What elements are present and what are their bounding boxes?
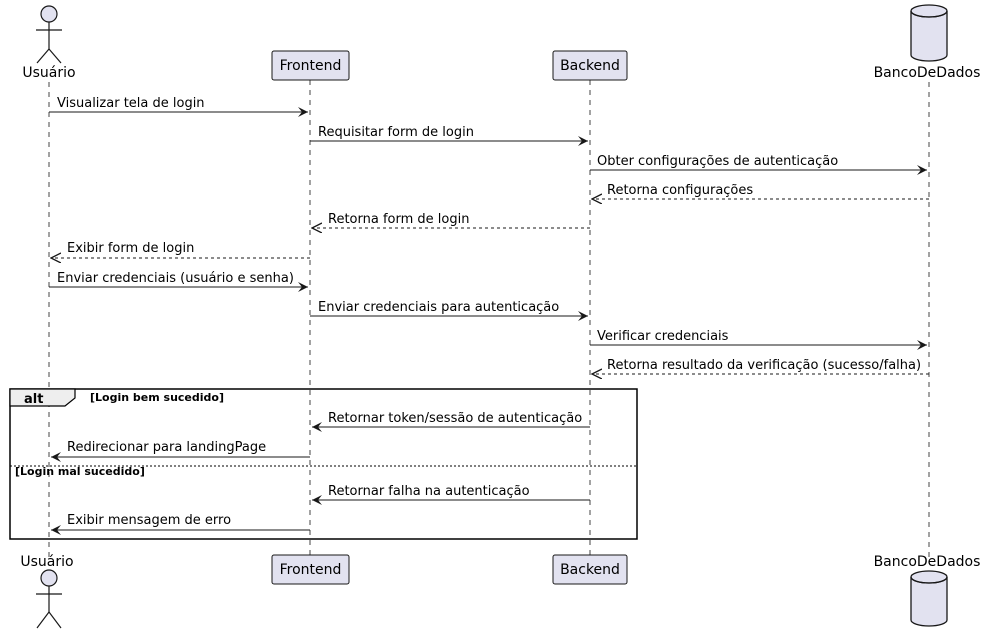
message-label: Retornar falha na autenticação (328, 484, 530, 499)
message-label: Retorna form de login (328, 212, 469, 227)
message-label: Exibir form de login (67, 241, 194, 256)
message-label: Retorna configurações (607, 183, 753, 198)
participant-label-backend: Backend (560, 562, 620, 578)
participants-bottom: Usuário Frontend Backend BancoDeDados (20, 554, 981, 629)
message-label: Obter configurações de autenticação (597, 154, 838, 169)
participant-label-usuario: Usuário (22, 65, 75, 81)
message-label: Visualizar tela de login (57, 96, 205, 111)
participant-label-usuario: Usuário (20, 554, 73, 570)
database-icon (910, 570, 948, 627)
message-label: Enviar credenciais (usuário e senha) (57, 271, 294, 286)
alt-frame (9, 388, 638, 540)
alt-condition-1: [Login bem sucedido] (90, 391, 224, 404)
participant-box-frontend (271, 554, 350, 585)
participant-box-backend (552, 50, 628, 81)
alt-fragment: alt [Login bem sucedido] [Login mal suce… (9, 388, 638, 540)
participant-box-frontend (271, 50, 350, 81)
database-icon (910, 4, 948, 62)
participant-label-frontend: Frontend (280, 562, 342, 578)
participant-label-banco: BancoDeDados (874, 554, 981, 570)
participant-label-frontend: Frontend (280, 58, 342, 74)
message-label: Redirecionar para landingPage (67, 440, 266, 455)
alt-keyword: alt (24, 392, 43, 407)
alt-condition-2: [Login mal sucedido] (15, 465, 145, 478)
actor-icon (36, 569, 62, 629)
participants-top: Usuário Frontend Backend BancoDeDados (22, 4, 981, 81)
participant-label-backend: Backend (560, 58, 620, 74)
message-label: Requisitar form de login (318, 125, 474, 140)
actor-icon (36, 5, 62, 64)
message-label: Enviar credenciais para autenticação (318, 300, 559, 315)
message-label: Verificar credenciais (597, 329, 729, 344)
participant-label-banco: BancoDeDados (874, 65, 981, 81)
message-label: Exibir mensagem de erro (67, 513, 231, 528)
message-label: Retornar token/sessão de autenticação (328, 411, 582, 426)
alt-tab (9, 388, 76, 407)
messages: Visualizar tela de login Requisitar form… (49, 96, 929, 535)
participant-box-backend (552, 554, 628, 585)
message-label: Retorna resultado da verificação (sucess… (607, 358, 921, 373)
